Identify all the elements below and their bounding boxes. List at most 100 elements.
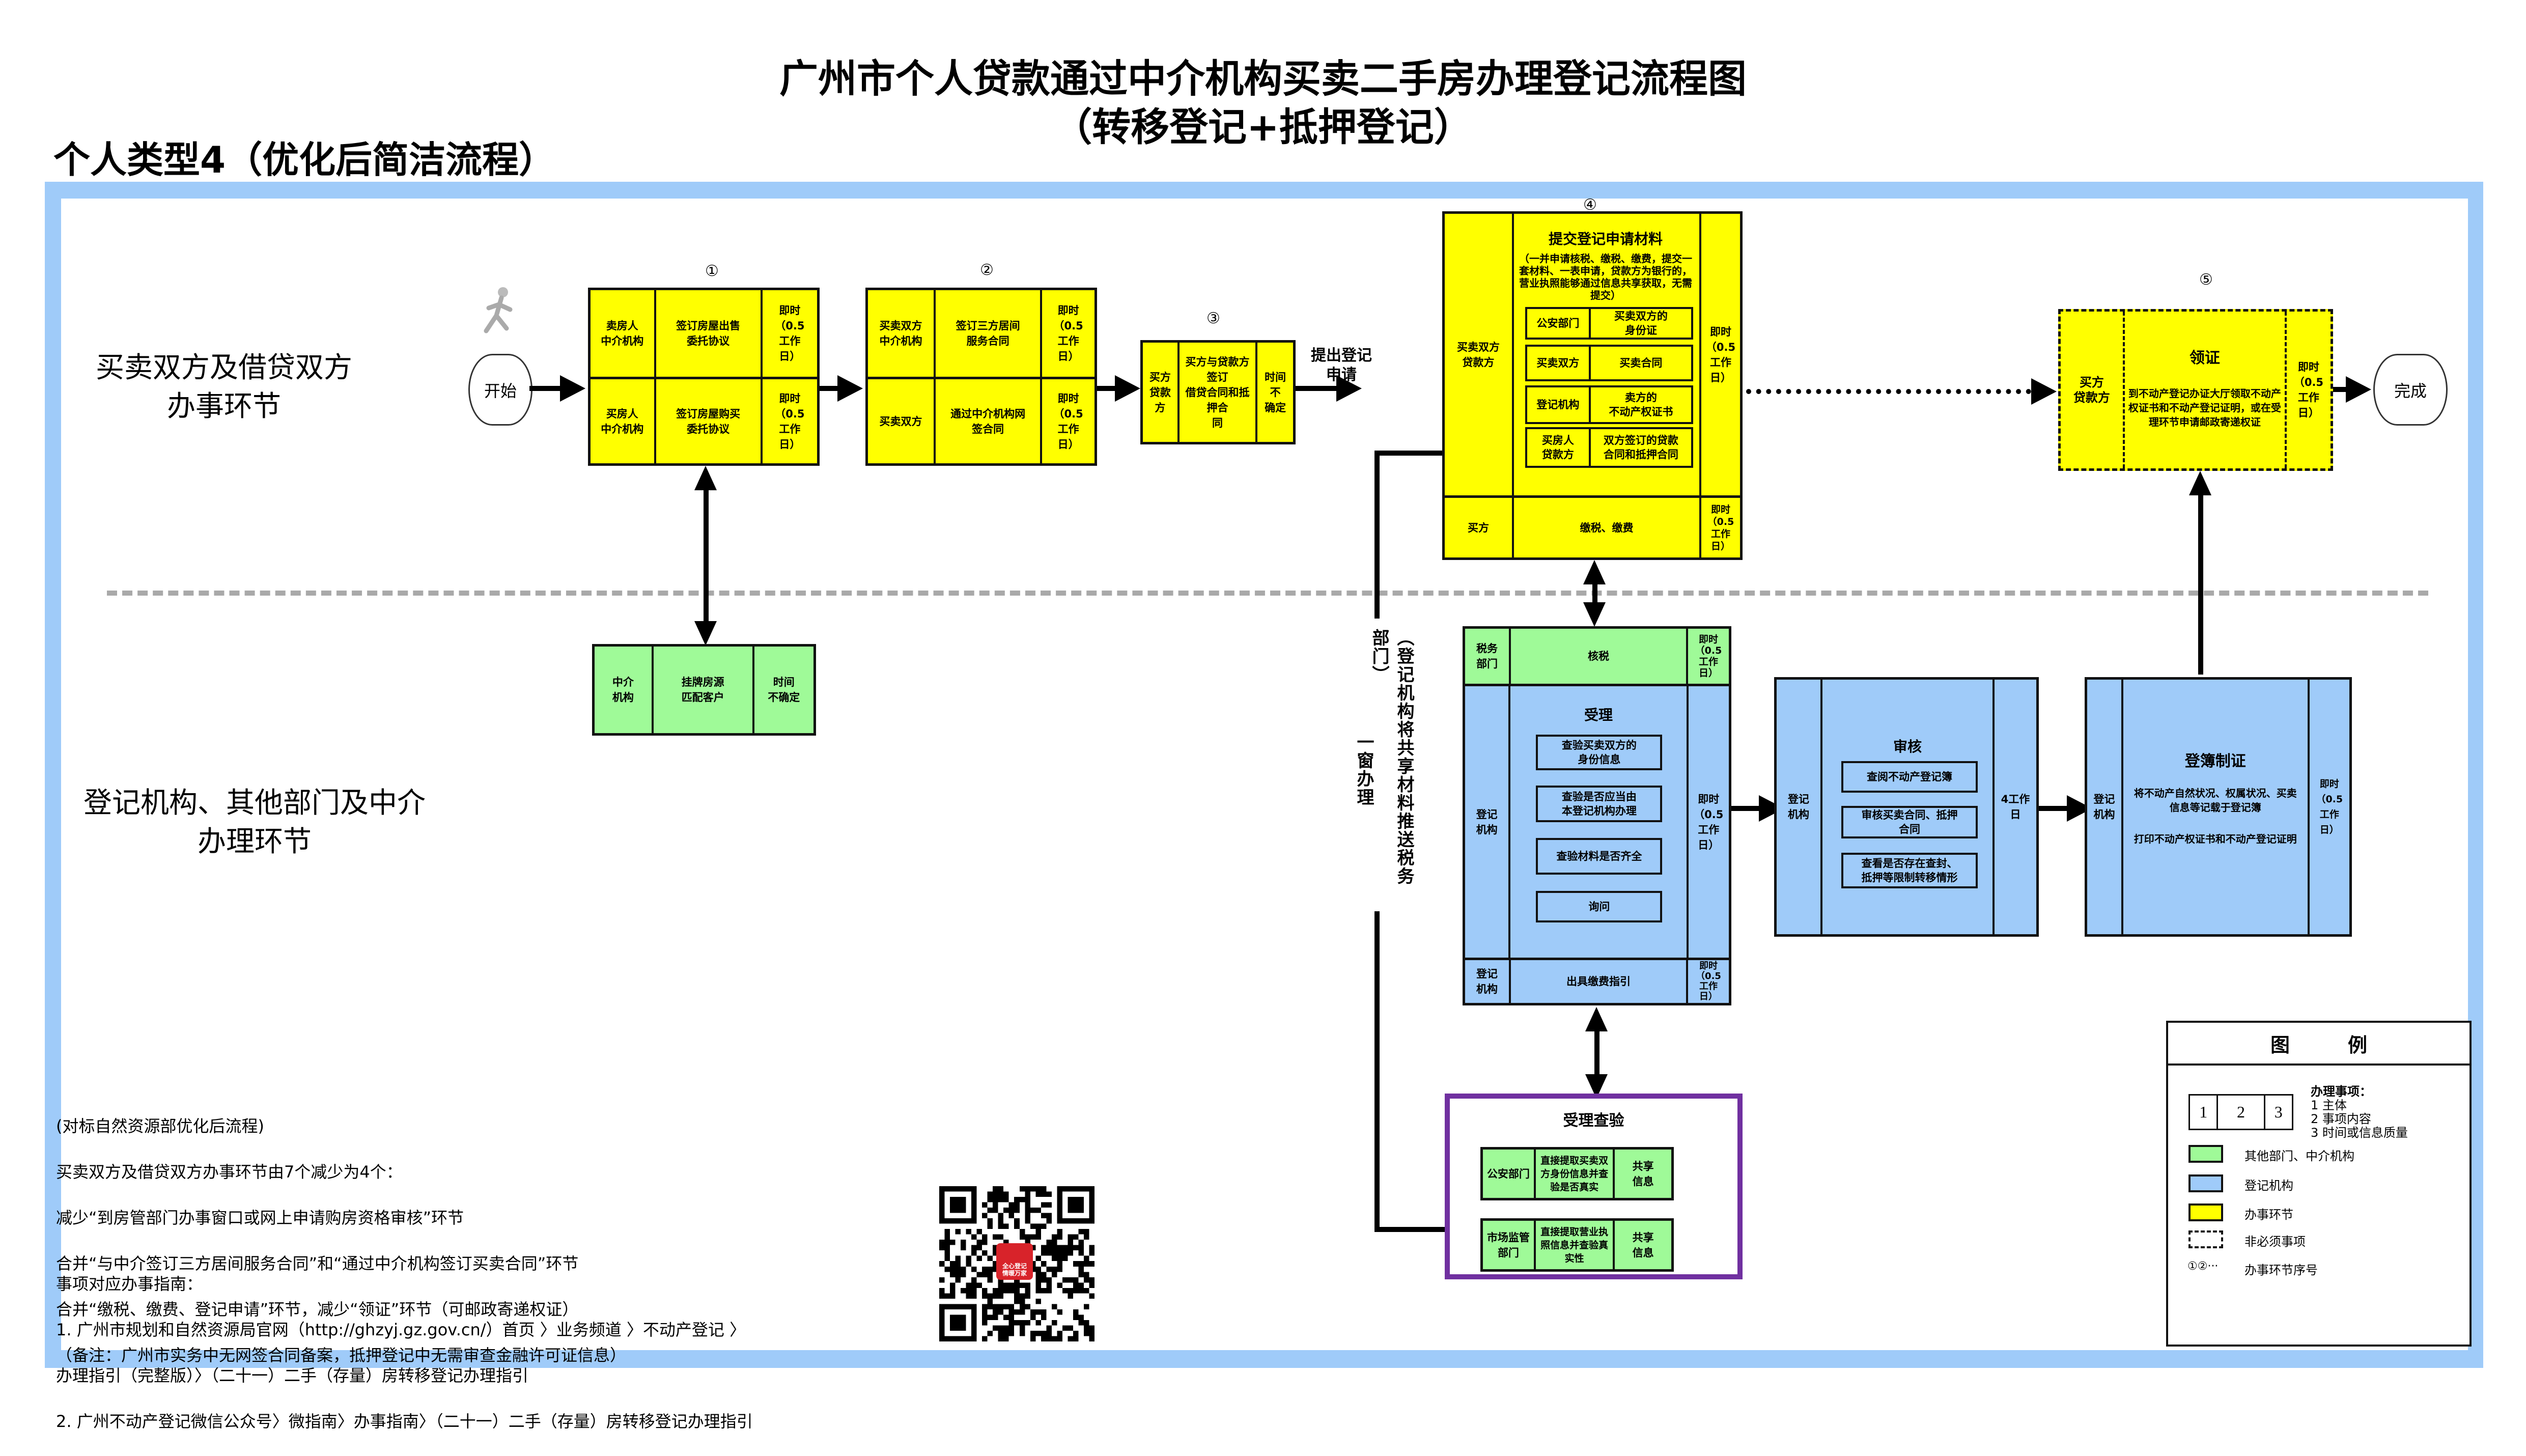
qr-module	[1068, 1240, 1073, 1245]
guide-line[interactable]: 1. 广州市规划和自然资源局官网（http://ghzyj.gz.gov.cn/…	[56, 1320, 746, 1339]
step2-box[interactable]: 买卖双方 中介机构 签订三方居间 服务合同 即时 （0.5 工作 日） 买卖双方…	[865, 288, 1097, 466]
qr-module	[1008, 1202, 1015, 1208]
material-source: 买卖双方	[1525, 345, 1591, 381]
qr-module	[1014, 1309, 1020, 1315]
qr-module	[950, 1293, 956, 1299]
qr-module	[1046, 1250, 1052, 1256]
qr-module	[982, 1266, 988, 1272]
qr-module	[1046, 1202, 1052, 1208]
qr-module	[982, 1213, 988, 1219]
qr-module	[1089, 1293, 1094, 1299]
connector-line	[1374, 451, 1380, 619]
qr-module	[1078, 1272, 1084, 1277]
qr-module	[987, 1277, 993, 1283]
qr-module	[1057, 1266, 1062, 1272]
qr-module	[1068, 1234, 1073, 1240]
qr-module	[1073, 1245, 1079, 1251]
qr-module	[993, 1234, 998, 1240]
qr-module	[1003, 1314, 1009, 1320]
qr-module	[982, 1234, 988, 1240]
step5-box-optional[interactable]: 买方 贷款方 领证 到不动产登记办证大厅领取不动产权证书和不动产登记证明，或在受…	[2058, 309, 2333, 471]
qr-module	[1008, 1287, 1015, 1294]
qr-module	[1068, 1197, 1084, 1213]
step-number: ③	[1206, 310, 1220, 327]
legend-explain-item: 1 主体	[2311, 1098, 2347, 1112]
qr-module	[1073, 1330, 1079, 1336]
registration-intake-box[interactable]: 税务 部门 核税 即时 （0.5 工作 日） 登记 机构 受理 查验买卖双方的 …	[1463, 626, 1731, 1005]
review-box[interactable]: 登记 机构 审核 查阅不动产登记簿 审核买卖合同、抵押 合同 查看是否存在查封、…	[1774, 677, 2039, 937]
guide-line: 2. 广州不动产登记微信公众号〉微指南〉办事指南〉（二十一）二手（存量）房转移登…	[56, 1412, 753, 1431]
qr-module	[1041, 1277, 1047, 1283]
wechat-qr-code[interactable]: 全心登记 情暖万家	[939, 1186, 1094, 1341]
qr-module	[998, 1234, 1004, 1240]
material-item: 卖方的 不动产权证书	[1590, 385, 1693, 424]
qr-module	[1041, 1186, 1047, 1192]
qr-module	[944, 1266, 950, 1272]
arrow-line	[2333, 387, 2346, 392]
qr-module	[939, 1277, 945, 1283]
step5-time: 即时 （0.5 工作 日）	[2284, 312, 2331, 468]
step4-note: （一并申请核税、缴税、缴费，提交一套材料、一表申请，贷款方为银行的，营业执照能够…	[1519, 253, 1692, 301]
tax-review-row[interactable]: 税务 部门 核税 即时 （0.5 工作 日）	[1465, 629, 1729, 686]
qr-module	[1089, 1245, 1094, 1251]
qr-module	[982, 1287, 988, 1294]
qr-module	[1078, 1287, 1084, 1294]
qr-module	[998, 1293, 1004, 1299]
qr-module	[950, 1266, 956, 1272]
qr-module	[998, 1213, 1004, 1219]
register-certify-box[interactable]: 登记 机构 登簿制证 将不动产自然状况、权属状况、买卖信息等记载于登记簿 打印不…	[2085, 677, 2352, 937]
arrow-line	[2039, 806, 2067, 811]
fee-guide-row[interactable]: 登记 机构 出具缴费指引 即时 （0.5 工作 日）	[1465, 960, 1729, 1003]
guide-line: 办理指引（完整版）〉（二十一）二手（存量）房转移登记办理指引	[56, 1366, 529, 1385]
note-line: （备注：广州市实务中无网签合同备案，抵押登记中无需审查金融许可证信息）	[56, 1346, 627, 1365]
step3-box[interactable]: 买方 贷款方 买方与贷款方签订 借贷合同和抵押合 同 时间不 确定	[1140, 340, 1296, 444]
qr-module	[1035, 1266, 1041, 1272]
legend-cell: 3	[2274, 1103, 2283, 1121]
qr-module	[998, 1282, 1004, 1288]
legend-swatch-dashed	[2188, 1230, 2223, 1248]
qr-module	[1078, 1266, 1084, 1272]
qr-module	[1030, 1266, 1036, 1272]
qr-module	[1046, 1218, 1052, 1224]
qr-module	[1073, 1277, 1079, 1283]
qr-module	[961, 1272, 966, 1277]
qr-module	[1046, 1336, 1052, 1341]
agency-listing-box[interactable]: 中介 机构 挂牌房源 匹配客户 时间 不确定	[592, 644, 816, 736]
qr-module	[1030, 1330, 1036, 1336]
qr-module	[1041, 1191, 1047, 1197]
qr-module	[1046, 1245, 1052, 1251]
step5-content: 到不动产登记办证大厅领取不动产权证书和不动产登记证明，或在受理环节申请邮政寄递权…	[2128, 387, 2281, 428]
register-time: 即时 （0.5 工作 日）	[2307, 680, 2349, 934]
qr-module	[955, 1277, 961, 1283]
note-line: 合并“与中介签订三方居间服务合同”和“通过中介机构签订买卖合同”环节	[56, 1254, 579, 1273]
qr-module	[982, 1336, 988, 1341]
verification-box[interactable]: 受理查验 公安部门 直接提取买卖双 方身份信息并查 验是否真实 共享 信息 市场…	[1445, 1094, 1743, 1279]
arrow-line	[529, 386, 560, 391]
arrow-right-icon	[1336, 375, 1362, 402]
qr-module	[1035, 1208, 1041, 1213]
qr-module	[1083, 1330, 1089, 1336]
step-number: ④	[1583, 196, 1597, 214]
qr-module	[971, 1277, 977, 1283]
arrow-right-icon	[837, 375, 863, 402]
qr-module	[971, 1245, 977, 1251]
qr-module	[1062, 1287, 1068, 1294]
qr-module	[1035, 1330, 1041, 1336]
verification-content: 直接提取买卖双 方身份信息并查 验是否真实	[1533, 1150, 1613, 1198]
qr-module	[1035, 1255, 1041, 1262]
step1-box[interactable]: 卖房人 中介机构 签订房屋出售 委托协议 即时 （0.5 工作 日） 买房人 中…	[588, 288, 820, 466]
qr-module	[1035, 1186, 1041, 1192]
qr-module	[1030, 1314, 1036, 1320]
qr-module	[939, 1245, 945, 1251]
qr-module	[1035, 1282, 1041, 1288]
accept-row[interactable]: 登记 机构 受理 查验买卖双方的 身份信息 查验是否应当由 本登记机构办理 查验…	[1465, 686, 1729, 960]
qr-module	[1046, 1325, 1052, 1331]
material-item: 买卖合同	[1590, 345, 1693, 381]
qr-module	[944, 1255, 950, 1262]
step4-box[interactable]: 买卖双方 贷款方 提交登记申请材料 （一并申请核税、缴税、缴费，提交一套材料、一…	[1442, 211, 1743, 560]
verification-content: 直接提取营业执 照信息并查验真 实性	[1533, 1221, 1613, 1269]
qr-module	[1025, 1197, 1030, 1202]
qr-module	[966, 1229, 972, 1235]
qr-module	[1046, 1213, 1052, 1219]
guide-title: 事项对应办事指南：	[56, 1274, 203, 1294]
